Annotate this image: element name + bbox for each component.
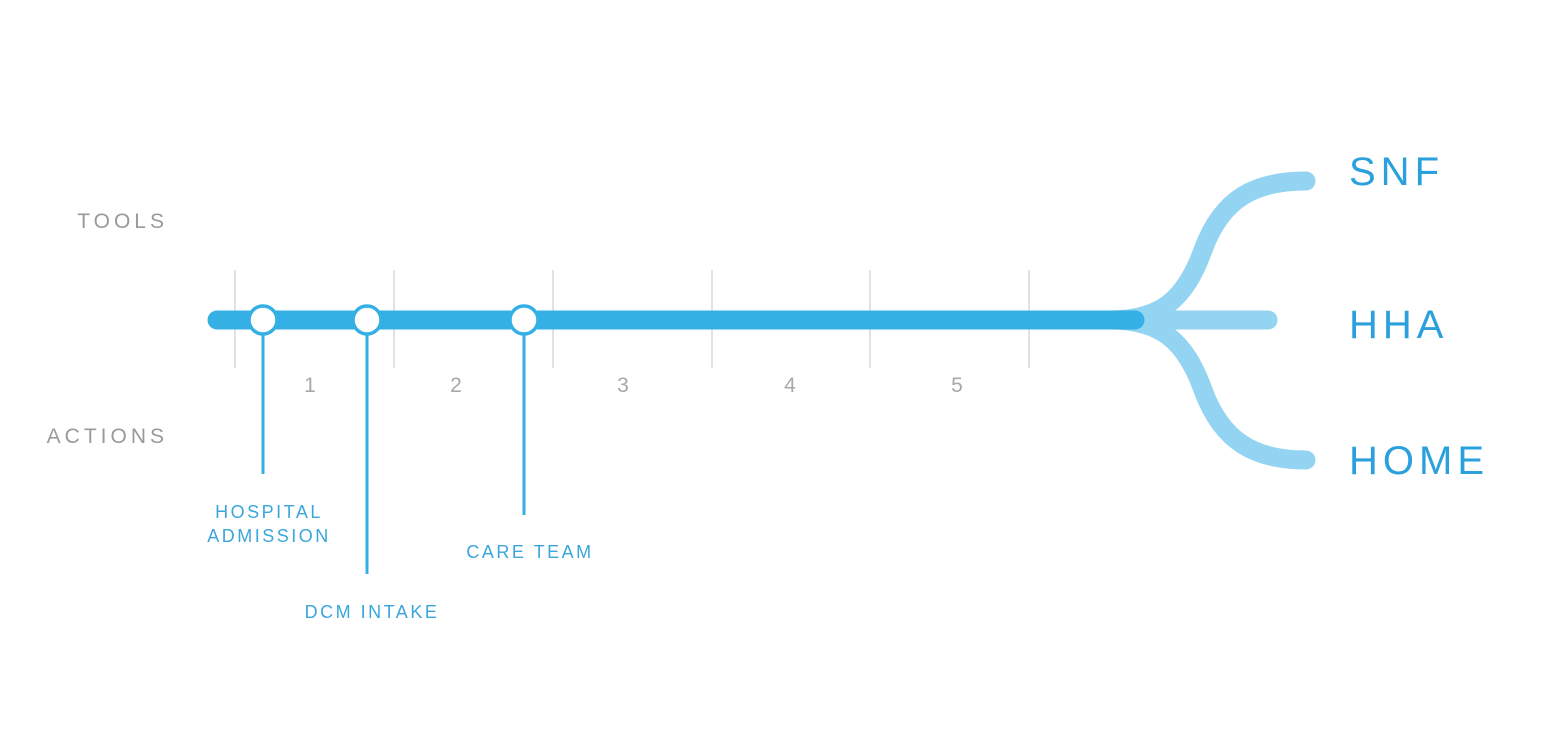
day-label: 4	[784, 374, 796, 397]
day-label: 1	[304, 374, 316, 397]
day-label: 5	[951, 374, 963, 397]
marker-hospital-admission	[247, 304, 279, 336]
day-label: 2	[450, 374, 462, 397]
day-label: 3	[617, 374, 629, 397]
outcome-label-hha: HHA	[1349, 303, 1448, 347]
event-markers	[247, 304, 540, 336]
branch-snf	[1100, 171, 1316, 330]
branch-home	[1100, 310, 1316, 470]
event-label-dcm-intake: DCM INTAKE	[305, 602, 440, 622]
tools-row-label: TOOLS	[77, 210, 168, 233]
event-label-hospital-admission-line2: ADMISSION	[207, 526, 331, 546]
event-stems	[261, 320, 526, 574]
marker-care-team	[508, 304, 540, 336]
actions-row-label: ACTIONS	[47, 425, 168, 448]
outcome-label-snf: SNF	[1349, 150, 1444, 194]
outcome-label-home: HOME	[1349, 439, 1489, 483]
event-label-hospital-admission-line1: HOSPITAL	[215, 502, 323, 522]
marker-dcm-intake	[351, 304, 383, 336]
event-label-care-team: CARE TEAM	[466, 542, 593, 562]
